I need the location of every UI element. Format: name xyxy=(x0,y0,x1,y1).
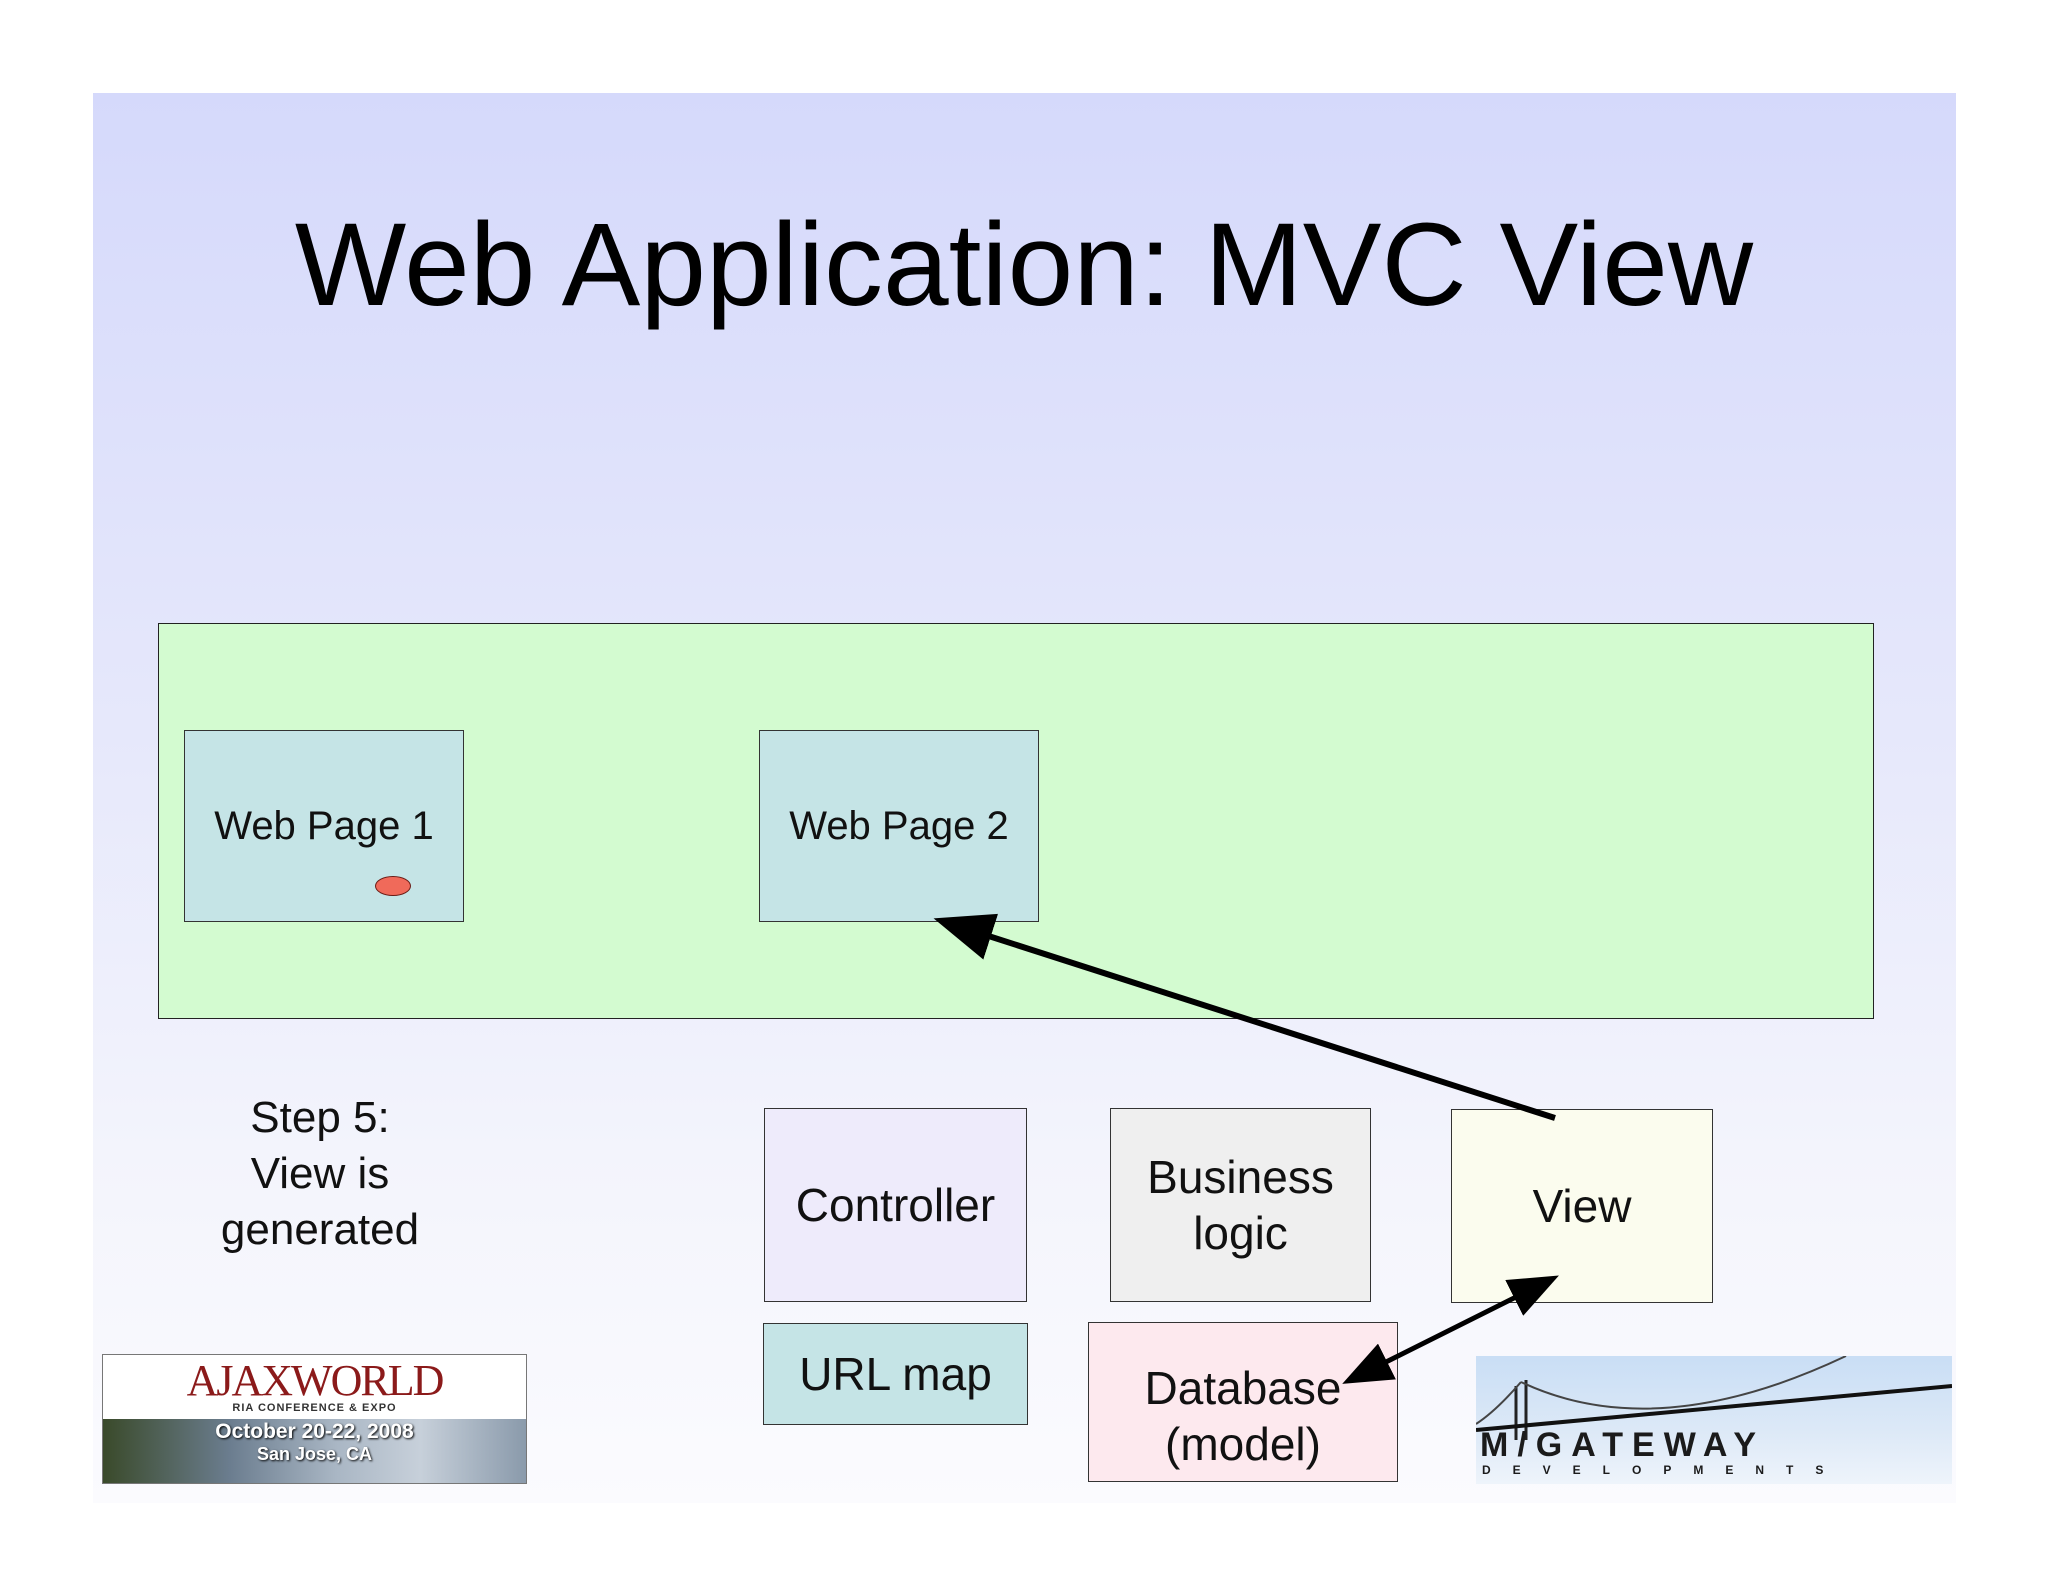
web-page-1-label: Web Page 1 xyxy=(214,803,434,848)
controller-label: Controller xyxy=(795,1179,996,1231)
slide-title: Web Application: MVC View xyxy=(294,199,1754,331)
web-page-2-label: Web Page 2 xyxy=(789,803,1009,848)
mgateway-logo: M/GATEWAY DEVELOPMENTS xyxy=(1476,1356,1952,1484)
controller-box: Controller xyxy=(764,1108,1027,1302)
business-logic-label-line-1: Business xyxy=(1147,1151,1334,1203)
view-label: View xyxy=(1532,1180,1632,1232)
ajaxworld-logo-place: San Jose, CA xyxy=(256,1444,373,1464)
ajaxworld-logo-photo xyxy=(103,1419,526,1483)
ajaxworld-logo-date: October 20-22, 2008 xyxy=(215,1420,414,1443)
business-logic-box: Business logic xyxy=(1110,1108,1371,1302)
click-marker xyxy=(375,876,411,896)
ajaxworld-logo: AJAXWORLD RIA CONFERENCE & EXPO October … xyxy=(102,1354,527,1484)
view-box: View xyxy=(1451,1109,1713,1303)
ajaxworld-logo-name: AJAXWORLD xyxy=(186,1356,445,1405)
bridge-icon xyxy=(1476,1356,1952,1440)
url-map-label: URL map xyxy=(799,1348,992,1400)
database-label-line-2: (model) xyxy=(1165,1418,1321,1470)
step-label-line-2: View is xyxy=(250,1149,390,1198)
mgateway-logo-background xyxy=(1476,1356,1952,1484)
ajaxworld-logo-subtitle: RIA CONFERENCE & EXPO xyxy=(232,1402,397,1414)
mgateway-logo-name: M/GATEWAY xyxy=(1480,1426,1766,1464)
database-box: Database (model) xyxy=(1088,1322,1398,1482)
web-page-2-box: Web Page 2 xyxy=(759,730,1039,922)
web-page-1-box: Web Page 1 xyxy=(184,730,464,922)
step-label-line-3: generated xyxy=(220,1205,420,1254)
step-label-line-1: Step 5: xyxy=(250,1093,390,1142)
step-label: Step 5: View is generated xyxy=(190,1090,450,1258)
ajaxworld-logo-header xyxy=(103,1355,526,1419)
business-logic-label-line-2: logic xyxy=(1193,1207,1288,1259)
mgateway-logo-subtitle: DEVELOPMENTS xyxy=(1482,1463,1846,1477)
url-map-box: URL map xyxy=(763,1323,1028,1425)
database-label-line-1: Database xyxy=(1144,1362,1342,1414)
